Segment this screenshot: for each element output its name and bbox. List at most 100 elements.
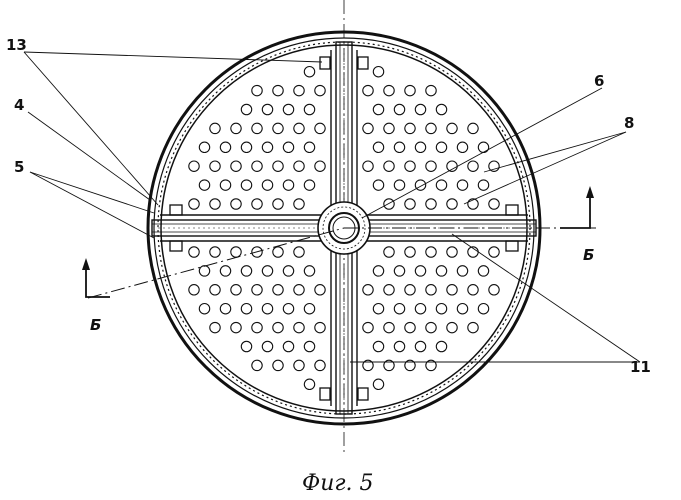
hole-lower-left	[241, 341, 251, 351]
hole-upper-right	[468, 161, 478, 171]
hole-lower-left	[283, 304, 293, 314]
hole-lower-right	[489, 247, 499, 257]
hole-lower-left	[199, 304, 209, 314]
hole-upper-left	[304, 142, 314, 152]
hole-lower-right	[457, 304, 467, 314]
hole-upper-right	[394, 142, 404, 152]
hole-lower-right	[394, 304, 404, 314]
hole-lower-right	[447, 247, 457, 257]
hole-upper-left	[231, 199, 241, 209]
hole-upper-right	[436, 104, 446, 114]
hole-upper-left	[315, 161, 325, 171]
hole-lower-right	[373, 341, 383, 351]
hole-upper-left	[273, 199, 283, 209]
hole-upper-left	[304, 180, 314, 190]
hole-lower-right	[489, 285, 499, 295]
hole-lower-left	[210, 247, 220, 257]
hole-upper-right	[457, 142, 467, 152]
hole-lower-right	[436, 266, 446, 276]
hole-upper-left	[262, 142, 272, 152]
hole-lower-right	[478, 266, 488, 276]
hole-lower-left	[262, 341, 272, 351]
hole-lower-right	[394, 266, 404, 276]
hole-upper-left	[241, 104, 251, 114]
hole-lower-left	[210, 322, 220, 332]
hole-upper-left	[315, 85, 325, 95]
hole-upper-left	[199, 180, 209, 190]
hole-lower-left	[220, 304, 230, 314]
hole-lower-right	[447, 285, 457, 295]
hole-upper-right	[447, 199, 457, 209]
hole-lower-right	[373, 379, 383, 389]
hole-lower-right	[415, 341, 425, 351]
hole-upper-right	[426, 161, 436, 171]
hole-lower-left	[294, 247, 304, 257]
hole-lower-left	[304, 341, 314, 351]
hole-upper-right	[405, 199, 415, 209]
hole-lower-left	[252, 322, 262, 332]
hole-lower-left	[315, 360, 325, 370]
hole-upper-left	[252, 123, 262, 133]
hole-lower-right	[468, 285, 478, 295]
hole-upper-left	[199, 142, 209, 152]
hole-upper-right	[405, 123, 415, 133]
hole-lower-left	[241, 304, 251, 314]
hole-upper-right	[384, 85, 394, 95]
hole-upper-right	[384, 161, 394, 171]
hole-lower-left	[241, 266, 251, 276]
hole-upper-right	[447, 161, 457, 171]
hole-upper-left	[189, 199, 199, 209]
hole-upper-left	[210, 123, 220, 133]
hole-upper-left	[210, 199, 220, 209]
hole-lower-right	[394, 341, 404, 351]
hole-lower-left	[231, 322, 241, 332]
hole-upper-left	[315, 123, 325, 133]
hole-lower-right	[457, 266, 467, 276]
hole-lower-left	[220, 266, 230, 276]
label-6: 6	[594, 72, 604, 90]
hole-lower-left	[262, 304, 272, 314]
hole-upper-left	[294, 199, 304, 209]
hole-upper-left	[273, 161, 283, 171]
hole-upper-left	[273, 85, 283, 95]
hole-lower-left	[189, 247, 199, 257]
hole-lower-left	[252, 360, 262, 370]
hole-lower-left	[231, 247, 241, 257]
hole-upper-right	[478, 180, 488, 190]
label-11: 11	[630, 358, 651, 376]
hole-upper-left	[273, 123, 283, 133]
hole-lower-right	[426, 285, 436, 295]
hole-lower-right	[415, 266, 425, 276]
hole-upper-right	[373, 180, 383, 190]
hole-upper-left	[304, 67, 314, 77]
hole-upper-right	[363, 85, 373, 95]
hole-upper-left	[189, 161, 199, 171]
hole-lower-left	[252, 285, 262, 295]
hole-lower-right	[384, 247, 394, 257]
hole-lower-left	[189, 285, 199, 295]
hole-lower-right	[426, 247, 436, 257]
hole-lower-right	[405, 247, 415, 257]
hole-upper-right	[436, 142, 446, 152]
hole-lower-left	[304, 379, 314, 389]
hole-lower-right	[447, 322, 457, 332]
hole-lower-left	[294, 322, 304, 332]
hole-lower-left	[294, 285, 304, 295]
hole-lower-left	[273, 360, 283, 370]
hole-upper-left	[231, 123, 241, 133]
hole-upper-left	[252, 85, 262, 95]
hole-upper-right	[373, 67, 383, 77]
hole-upper-right	[415, 104, 425, 114]
hole-upper-left	[231, 161, 241, 171]
hole-upper-left	[241, 180, 251, 190]
hole-upper-left	[294, 85, 304, 95]
hole-upper-right	[426, 85, 436, 95]
hole-lower-right	[415, 304, 425, 314]
hole-lower-right	[436, 304, 446, 314]
hole-upper-left	[262, 180, 272, 190]
hole-upper-left	[262, 104, 272, 114]
hole-upper-right	[426, 199, 436, 209]
hole-upper-left	[252, 161, 262, 171]
hole-lower-right	[426, 322, 436, 332]
